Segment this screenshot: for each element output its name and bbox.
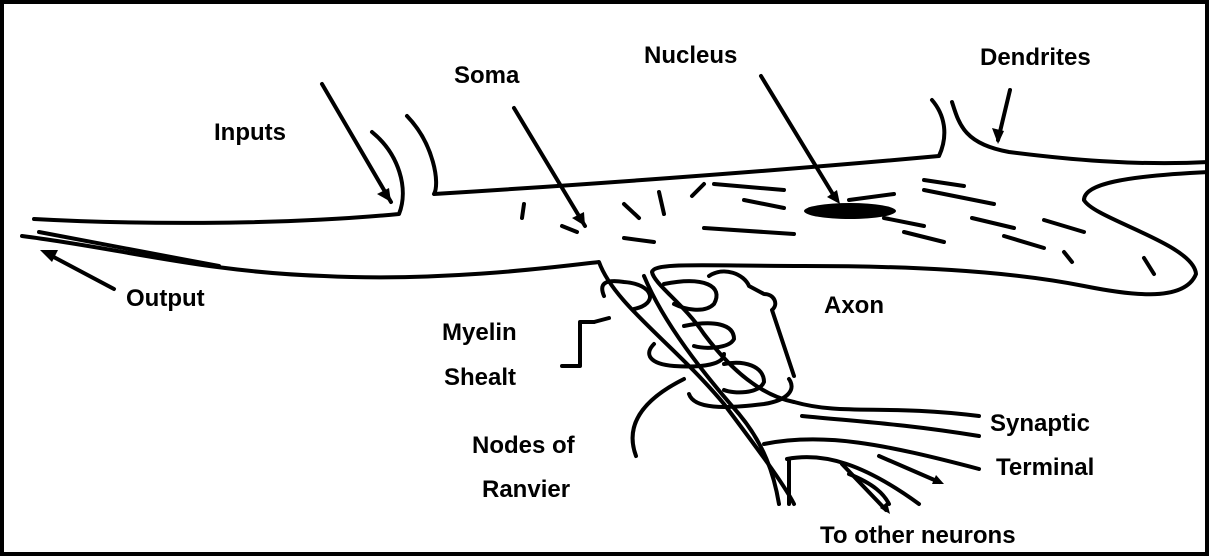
- label-myelin-line1: Myelin: [442, 319, 517, 347]
- label-output: Output: [126, 285, 205, 313]
- nucleus-arrow-line: [761, 76, 834, 196]
- label-axon: Axon: [824, 292, 884, 320]
- label-to-other-neurons: To other neurons: [820, 522, 1016, 550]
- label-nodes-line2: Ranvier: [482, 476, 570, 504]
- output-left-line: [39, 232, 219, 266]
- soma-mark-5: [692, 184, 704, 196]
- soma-mark-12: [884, 218, 924, 226]
- soma-mark-9: [624, 238, 654, 242]
- label-nodes-line1: Nodes of: [472, 432, 575, 460]
- soma-mark-7: [744, 200, 784, 208]
- soma-mark-3: [624, 204, 639, 218]
- synaptic-branch-2: [802, 416, 979, 436]
- label-synaptic-line1: Synaptic: [990, 410, 1090, 438]
- soma-mark-14: [972, 218, 1014, 228]
- soma-mark-18: [1144, 258, 1154, 274]
- soma-mark-2: [562, 226, 577, 232]
- soma-mark-13: [904, 232, 944, 242]
- output-arrow-line: [48, 254, 114, 289]
- label-nucleus: Nucleus: [644, 42, 737, 70]
- soma-mark-16: [1044, 220, 1084, 232]
- soma-mark-19: [924, 180, 964, 186]
- inputs-arrow-line: [322, 84, 391, 202]
- neuron-body-upper-outline: [34, 100, 1209, 223]
- label-soma: Soma: [454, 62, 519, 90]
- myelin-leader-arrow: [594, 318, 609, 322]
- synaptic-branch-1: [794, 402, 979, 416]
- soma-mark-10: [849, 194, 894, 200]
- soma-mark-1: [522, 204, 524, 218]
- neuron-body-lower-outline: [22, 236, 794, 504]
- soma-mark-8: [704, 228, 794, 234]
- soma-mark-15: [1004, 236, 1044, 248]
- label-inputs: Inputs: [214, 119, 286, 147]
- soma-mark-4: [659, 192, 664, 214]
- dendrite-right-upper: [1084, 172, 1209, 200]
- synaptic-branch-3: [764, 439, 979, 469]
- label-dendrites: Dendrites: [980, 44, 1091, 72]
- nucleus-shape: [804, 203, 896, 219]
- soma-mark-6: [714, 184, 784, 190]
- myelin-loop-3: [684, 323, 734, 347]
- soma-mark-11: [924, 190, 994, 204]
- soma-mark-17: [1064, 252, 1072, 262]
- nodes-leader-curve: [633, 379, 684, 456]
- label-synaptic-line2: Terminal: [996, 454, 1094, 482]
- synaptic-arrow-1: [879, 456, 939, 482]
- label-myelin-line2: Shealt: [444, 364, 516, 392]
- myelin-leader-line: [562, 322, 594, 366]
